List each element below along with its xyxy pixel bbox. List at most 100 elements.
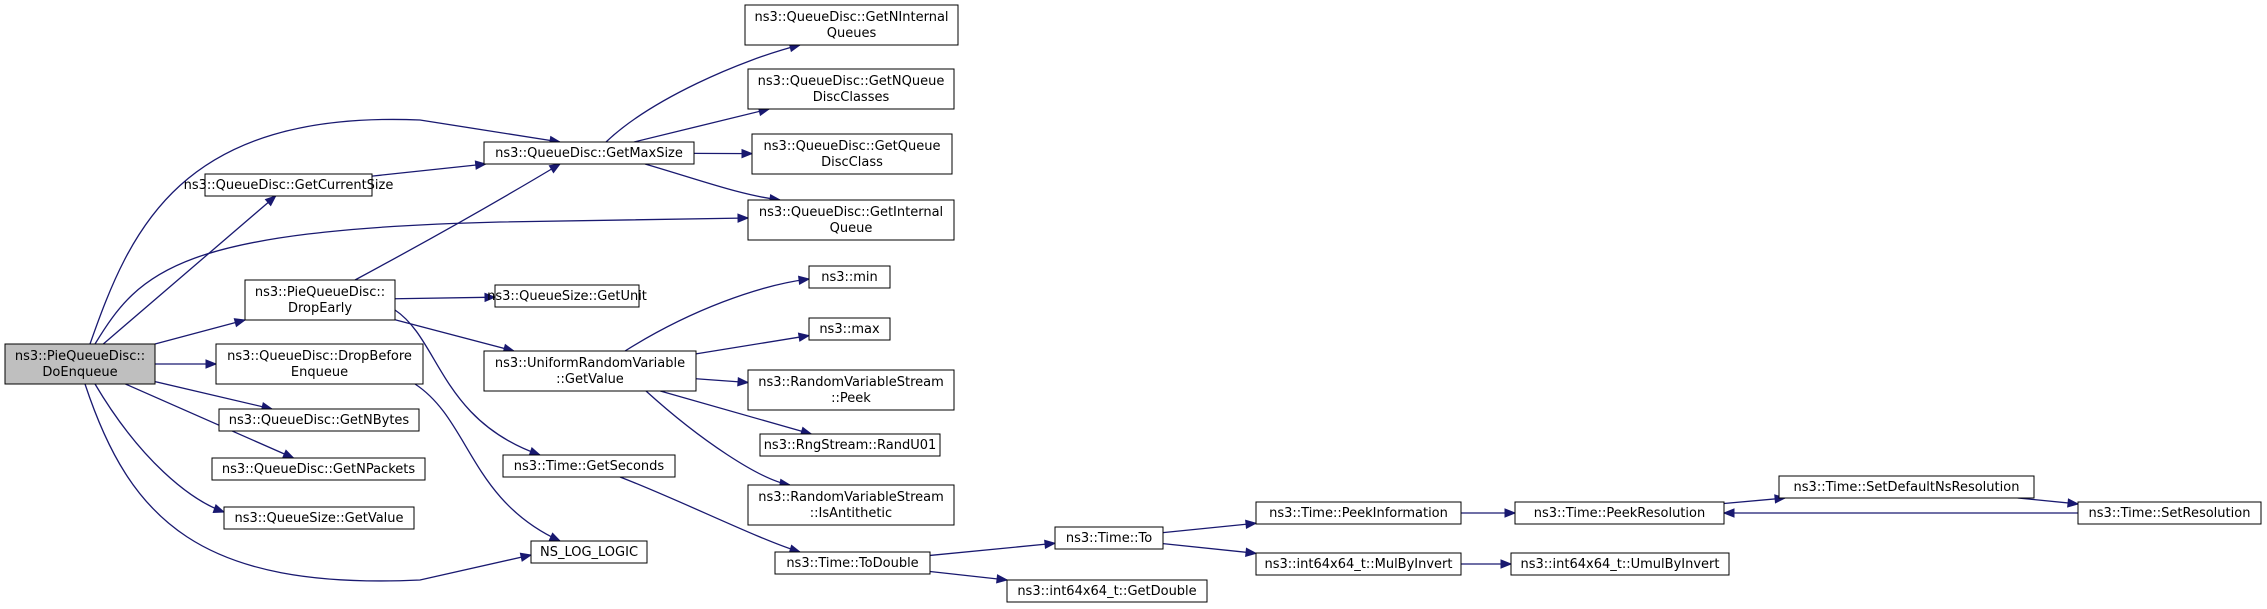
node-box [747,369,955,411]
edge-arrowhead [996,574,1009,584]
edge-arrowhead [548,532,562,542]
edge-line [660,390,812,435]
node-label: ::IsAntithetic [810,506,892,521]
node-label: ns3::QueueDisc::GetCurrentSize [184,178,394,193]
node-label: ns3::QueueDisc::DropBefore [227,349,412,364]
node-umulbyinvert[interactable]: ns3::int64x64_t::UmulByInvert [1510,552,1730,576]
node-label: ns3::QueueSize::GetValue [234,511,403,526]
edge-arrowhead [205,359,218,369]
edge-doenqueue-to-getcurrentsize [102,195,277,345]
node-box [1255,552,1462,576]
node-label: ns3::QueueSize::GetUnit [487,289,647,304]
node-setresolution[interactable]: ns3::Time::SetResolution [2077,501,2262,525]
node-label: ns3::Time::To [1066,531,1152,546]
nodes-layer: ns3::PieQueueDisc::DoEnqueuens3::QueueDi… [4,4,2262,603]
edge-setresolution-to-peekresolution [1722,508,2078,518]
node-peekinformation[interactable]: ns3::Time::PeekInformation [1255,501,1462,525]
node-label: ::Peek [831,391,871,406]
edge-arrowhead [1245,519,1258,530]
edge-line [154,380,273,410]
edge-arrowhead [737,377,750,387]
node-getnpackets[interactable]: ns3::QueueDisc::GetNPackets [211,457,426,481]
node-getmaxsize[interactable]: ns3::QueueDisc::GetMaxSize [483,141,695,165]
node-box [1006,579,1208,603]
node-label: ns3::QueueDisc::GetNPackets [222,462,415,477]
node-getcurrentsize[interactable]: ns3::QueueDisc::GetCurrentSize [184,173,394,197]
node-getdouble[interactable]: ns3::int64x64_t::GetDouble [1006,579,1208,603]
edge-line [619,476,801,553]
node-box [204,173,373,197]
edge-arrowhead [484,292,497,303]
node-label: ns3::Time::SetDefaultNsResolution [1794,480,2020,495]
node-label: ns3::QueueDisc::GetMaxSize [495,146,683,161]
node-min[interactable]: ns3::min [808,265,891,289]
node-isantithetic[interactable]: ns3::RandomVariableStream::IsAntithetic [747,484,955,526]
edge-peekresolution-to-setdefaultnsresolution [1723,494,1787,505]
edge-line [125,383,294,459]
edge-line [605,44,801,143]
node-label: ns3::RandomVariableStream [758,490,944,505]
edge-dropearly-to-getseconds [394,309,542,457]
node-doenqueue: ns3::PieQueueDisc::DoEnqueue [4,343,156,385]
node-dropearly[interactable]: ns3::PieQueueDisc::DropEarly [244,279,396,321]
node-to[interactable]: ns3::Time::To [1054,526,1164,550]
edge-arrowhead [797,332,811,342]
node-max[interactable]: ns3::max [808,317,891,341]
edge-arrowhead [1245,547,1258,557]
edge-todouble-to-getdouble [929,570,1009,584]
edge-arrowhead [548,163,562,174]
node-label: ns3::Time::SetResolution [2089,506,2251,521]
edge-line [371,163,486,177]
node-setdefaultnsresolution[interactable]: ns3::Time::SetDefaultNsResolution [1778,475,2035,499]
node-peekresolution[interactable]: ns3::Time::PeekResolution [1514,501,1725,525]
edge-setdefaultnsresolution-to-setresolution [2017,497,2080,508]
edge-line [1162,542,1257,554]
edge-arrowhead [474,160,488,170]
node-rvs-peek[interactable]: ns3::RandomVariableStream::Peek [747,369,955,411]
node-label: ns3::Time::PeekInformation [1269,506,1448,521]
node-box [774,551,931,575]
node-randu01[interactable]: ns3::RngStream::RandU01 [759,433,941,457]
node-label: ns3::QueueDisc::GetNBytes [229,413,410,428]
edge-line [695,334,810,355]
node-getunit[interactable]: ns3::QueueSize::GetUnit [487,284,647,308]
node-ns-log-logic[interactable]: NS_LOG_LOGIC [530,540,648,564]
edge-line [633,108,770,143]
node-label: DiscClasses [813,90,890,105]
node-urv-getvalue[interactable]: ns3::UniformRandomVariable::GetValue [483,350,697,392]
edge-getmaxsize-to-getqueuedisclass [693,148,754,159]
node-getnbytes[interactable]: ns3::QueueDisc::GetNBytes [218,408,420,432]
node-box [747,199,955,241]
edge-arrowhead [212,504,226,513]
edge-line [154,319,246,345]
node-box [1778,475,2035,499]
node-label: ::GetValue [556,372,624,387]
node-mulbyinvert[interactable]: ns3::int64x64_t::MulByInvert [1255,552,1462,576]
edge-arrowhead [1044,539,1057,549]
node-box [494,284,640,308]
node-box [1510,552,1730,576]
node-label: ns3::min [821,270,878,285]
edge-doenqueue-to-dropearly [154,318,247,345]
node-box [759,433,941,457]
node-box [223,506,415,530]
node-getseconds[interactable]: ns3::Time::GetSeconds [502,454,676,478]
edge-line [645,390,791,486]
node-queuesize-getvalue[interactable]: ns3::QueueSize::GetValue [223,506,415,530]
node-todouble[interactable]: ns3::Time::ToDouble [774,551,931,575]
edge-urv-getvalue-to-min [624,275,811,352]
node-box [4,343,156,385]
edge-line [94,217,749,345]
node-label: ns3::Time::PeekResolution [1534,506,1705,521]
node-box [218,408,420,432]
edge-arrowhead [741,148,754,159]
edge-doenqueue-to-ns-log-logic [84,383,533,582]
node-box [808,317,891,341]
node-box [1514,501,1725,525]
